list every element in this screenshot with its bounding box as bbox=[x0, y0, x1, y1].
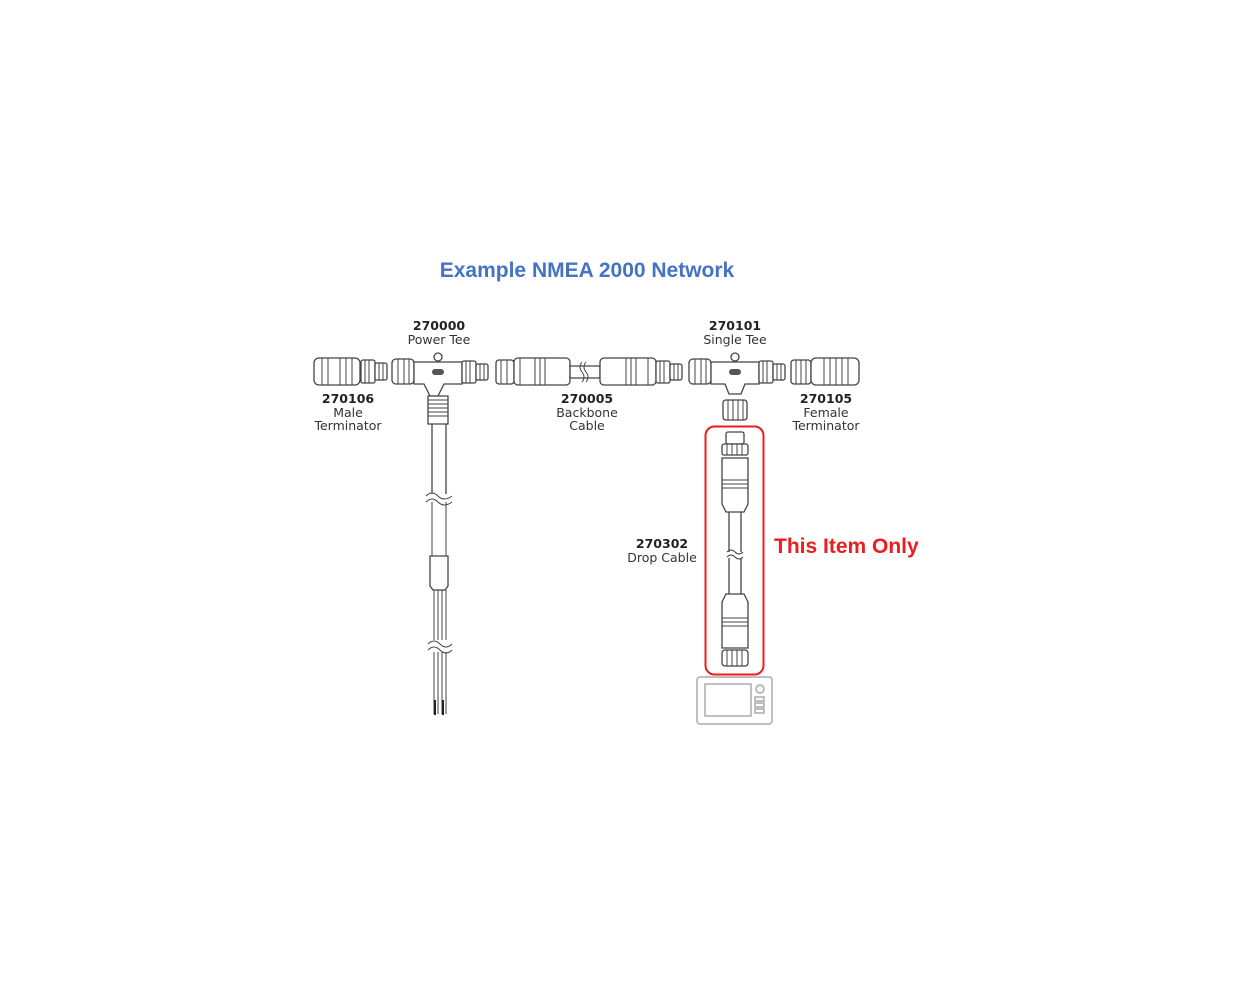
part-name: Cable bbox=[569, 418, 605, 433]
part-number: 270101 bbox=[708, 318, 762, 333]
female-terminator-connector bbox=[790, 357, 860, 386]
male-terminator-connector bbox=[313, 357, 388, 386]
label-backbone-cable: 270005 Backbone Cable bbox=[527, 392, 647, 433]
part-name: Female bbox=[803, 404, 849, 420]
power-tee-connector bbox=[391, 352, 489, 715]
part-number: 270005 bbox=[560, 391, 614, 406]
single-tee-connector bbox=[688, 352, 786, 421]
part-number: 270106 bbox=[321, 391, 375, 406]
label-drop-cable: 270302 Drop Cable bbox=[602, 537, 722, 564]
part-name: Drop Cable bbox=[627, 549, 697, 565]
part-name: Power Tee bbox=[407, 331, 471, 347]
part-number: 270105 bbox=[799, 391, 853, 406]
diagram-title: Example NMEA 2000 Network bbox=[439, 259, 735, 282]
highlight-box bbox=[704, 425, 765, 676]
highlight-note: This Item Only bbox=[774, 535, 919, 558]
part-number: 270302 bbox=[635, 536, 689, 551]
display-unit-icon bbox=[696, 676, 773, 725]
label-power-tee: 270000 Power Tee bbox=[379, 319, 499, 346]
part-name: Backbone bbox=[556, 404, 618, 420]
part-number: 270000 bbox=[412, 318, 466, 333]
label-female-terminator: 270105 Female Terminator bbox=[766, 392, 886, 433]
part-name: Terminator bbox=[792, 418, 860, 433]
part-name: Terminator bbox=[314, 418, 382, 433]
label-male-terminator: 270106 Male Terminator bbox=[288, 392, 408, 433]
part-name: Male bbox=[333, 404, 363, 420]
part-name: Single Tee bbox=[703, 331, 767, 347]
label-single-tee: 270101 Single Tee bbox=[675, 319, 795, 346]
backbone-cable bbox=[495, 357, 683, 386]
drop-cable bbox=[721, 431, 749, 667]
